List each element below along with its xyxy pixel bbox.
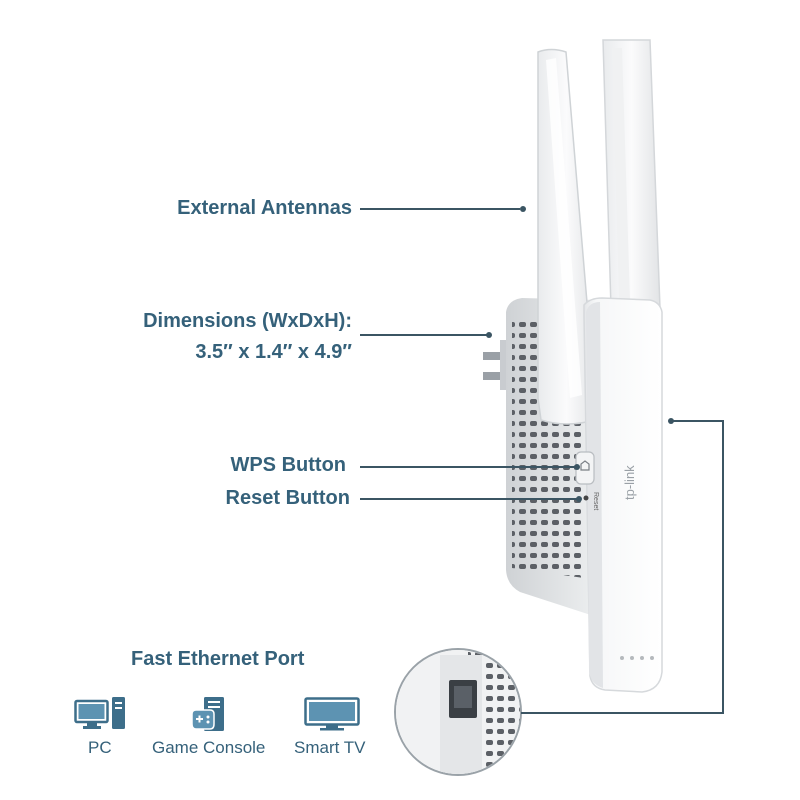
reset-leader-dot: [576, 496, 582, 502]
wps-button-label: WPS Button: [230, 454, 346, 476]
device-label-smart-tv: Smart TV: [294, 738, 366, 757]
reset-pinhole: [583, 495, 589, 501]
pc-icon: [74, 697, 125, 729]
reset-leader: [360, 498, 578, 500]
body-connector-dot: [668, 418, 674, 424]
dimensions-leader: [360, 334, 488, 336]
wps-leader-dot: [574, 464, 580, 470]
extender-body: [583, 297, 663, 693]
dimensions-title: Dimensions (WxDxH):: [143, 310, 352, 332]
smart-tv-icon: [304, 697, 360, 731]
device-label-pc: PC: [88, 738, 112, 757]
external-antennas-leader-dot: [520, 206, 526, 212]
rear-antenna: [602, 39, 661, 309]
front-antenna: [537, 48, 596, 425]
body-connector-top: [672, 420, 724, 422]
reset-engraving: Reset: [592, 492, 599, 510]
brand-logo: tp-link: [622, 465, 637, 500]
dimensions-value: 3.5″ x 1.4″ x 4.9″: [195, 341, 352, 363]
status-leds: [620, 656, 654, 660]
device-label-game-console: Game Console: [152, 738, 266, 757]
external-antennas-leader: [360, 208, 520, 210]
wps-leader: [360, 466, 576, 468]
body-connector-vertical: [722, 420, 724, 714]
fast-ethernet-title: Fast Ethernet Port: [131, 648, 305, 670]
dimensions-leader-dot: [486, 332, 492, 338]
external-antennas-label: External Antennas: [177, 197, 352, 219]
ethernet-port-zoom: [394, 648, 522, 776]
body-connector-bottom: [521, 712, 724, 714]
reset-button-label: Reset Button: [225, 487, 350, 509]
game-console-icon: [191, 697, 224, 731]
